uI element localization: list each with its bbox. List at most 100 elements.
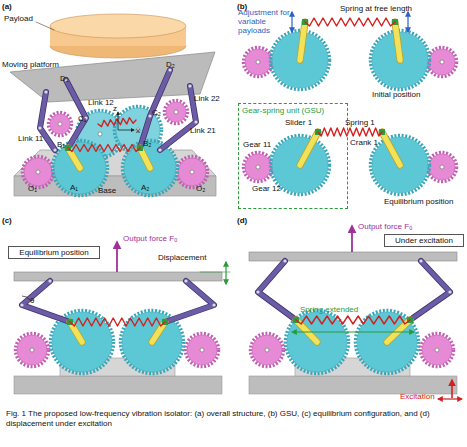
gear: [17, 335, 47, 365]
link-outline: [22, 281, 70, 322]
joint: [44, 90, 47, 93]
gear-teeth: [428, 48, 457, 77]
crank: [300, 22, 305, 60]
part-label: Gear 11: [243, 140, 271, 149]
gear-teeth: [123, 141, 178, 196]
joint: [53, 148, 56, 151]
gear-teeth: [244, 153, 273, 182]
spring: [296, 316, 410, 324]
link: [160, 86, 196, 150]
joint: [148, 114, 151, 117]
joint: [188, 84, 191, 87]
panel-letter: (a): [2, 2, 12, 11]
spring: [70, 318, 165, 326]
gear-axle: [256, 165, 260, 169]
panel-letter: (d): [237, 216, 247, 225]
gear-axle: [440, 60, 444, 64]
link-outline: [160, 86, 196, 150]
gear-teeth: [16, 334, 49, 367]
gear: [178, 158, 206, 186]
joint: [158, 148, 161, 151]
gear: [24, 158, 52, 186]
arrow: [351, 226, 353, 252]
panel-letter: (c): [2, 216, 12, 225]
gear-axle: [98, 132, 102, 136]
part-label: B₂: [143, 139, 151, 148]
link-outline: [258, 261, 296, 320]
part-label: Spring 1: [345, 118, 375, 127]
figure-caption: Fig. 1 The proposed low-frequency vibrat…: [6, 409, 461, 429]
link-outline: [165, 281, 214, 322]
gear-axle: [435, 348, 439, 352]
gear: [245, 49, 271, 75]
gear-teeth: [244, 48, 273, 77]
gear: [50, 114, 70, 134]
part-label: Link 11: [18, 134, 43, 143]
crank-outline: [300, 22, 305, 60]
arrow: [407, 12, 408, 32]
part-label: D₁: [60, 74, 68, 83]
crank: [382, 132, 400, 165]
part-label: D₂: [166, 60, 175, 69]
link: [165, 281, 214, 322]
joint: [38, 126, 41, 129]
part-label: B₁: [57, 140, 65, 149]
part-label: Gear 12: [252, 184, 281, 193]
gear-teeth: [251, 334, 284, 367]
joint: [256, 290, 259, 293]
arrow: [438, 398, 462, 399]
node-title: Under excitation: [387, 236, 461, 245]
arrow: [118, 130, 134, 131]
crank-outline: [395, 22, 400, 60]
link: [66, 80, 86, 148]
base: [14, 376, 222, 394]
part-label: x: [136, 126, 140, 135]
link: [140, 70, 170, 148]
part-label: A₂: [141, 183, 149, 192]
part-label: Link 12: [88, 98, 114, 107]
gear-teeth: [23, 157, 54, 188]
gear-teeth: [49, 113, 72, 136]
angle-arc: [22, 296, 30, 300]
part-label: Base: [98, 186, 116, 195]
gear: [166, 102, 186, 122]
base: [249, 376, 457, 394]
link-outline: [140, 70, 170, 148]
part-label: O₂: [196, 184, 205, 193]
gear: [429, 154, 455, 180]
crank: [395, 22, 400, 60]
part-label: Initial position: [372, 90, 420, 99]
link-outline: [410, 261, 450, 320]
part-label: Moving platform: [2, 60, 59, 69]
moving-platform: [14, 272, 222, 281]
gear-teeth: [177, 157, 208, 188]
state-box: Equilibrium position: [8, 246, 100, 259]
part-label: Slider 1: [285, 118, 312, 127]
link: [22, 281, 70, 322]
arrow: [292, 331, 414, 332]
gear-axle: [58, 122, 62, 126]
gear: [187, 335, 217, 365]
node-title: Equilibrium position: [11, 248, 97, 257]
arrow: [118, 112, 119, 130]
gear-axle: [190, 170, 194, 174]
gear: [287, 312, 347, 372]
moving-platform: [10, 52, 215, 102]
arrow: [451, 380, 453, 398]
gear-teeth: [421, 334, 454, 367]
part-label: Link 22: [194, 94, 220, 103]
gear-axle: [200, 348, 204, 352]
arrow: [225, 262, 226, 284]
gear-teeth: [165, 101, 188, 124]
link: [410, 261, 450, 320]
gear-teeth: [286, 311, 349, 374]
part-label: Adjustment for variable payloads: [238, 8, 300, 35]
link-outline: [66, 80, 86, 148]
dimension-line: [200, 272, 230, 273]
leader-line: [36, 22, 54, 30]
gear-axle: [256, 60, 260, 64]
part-label: Spring at free length: [340, 4, 412, 13]
state-box: Under excitation: [384, 234, 464, 247]
joint: [20, 303, 23, 306]
